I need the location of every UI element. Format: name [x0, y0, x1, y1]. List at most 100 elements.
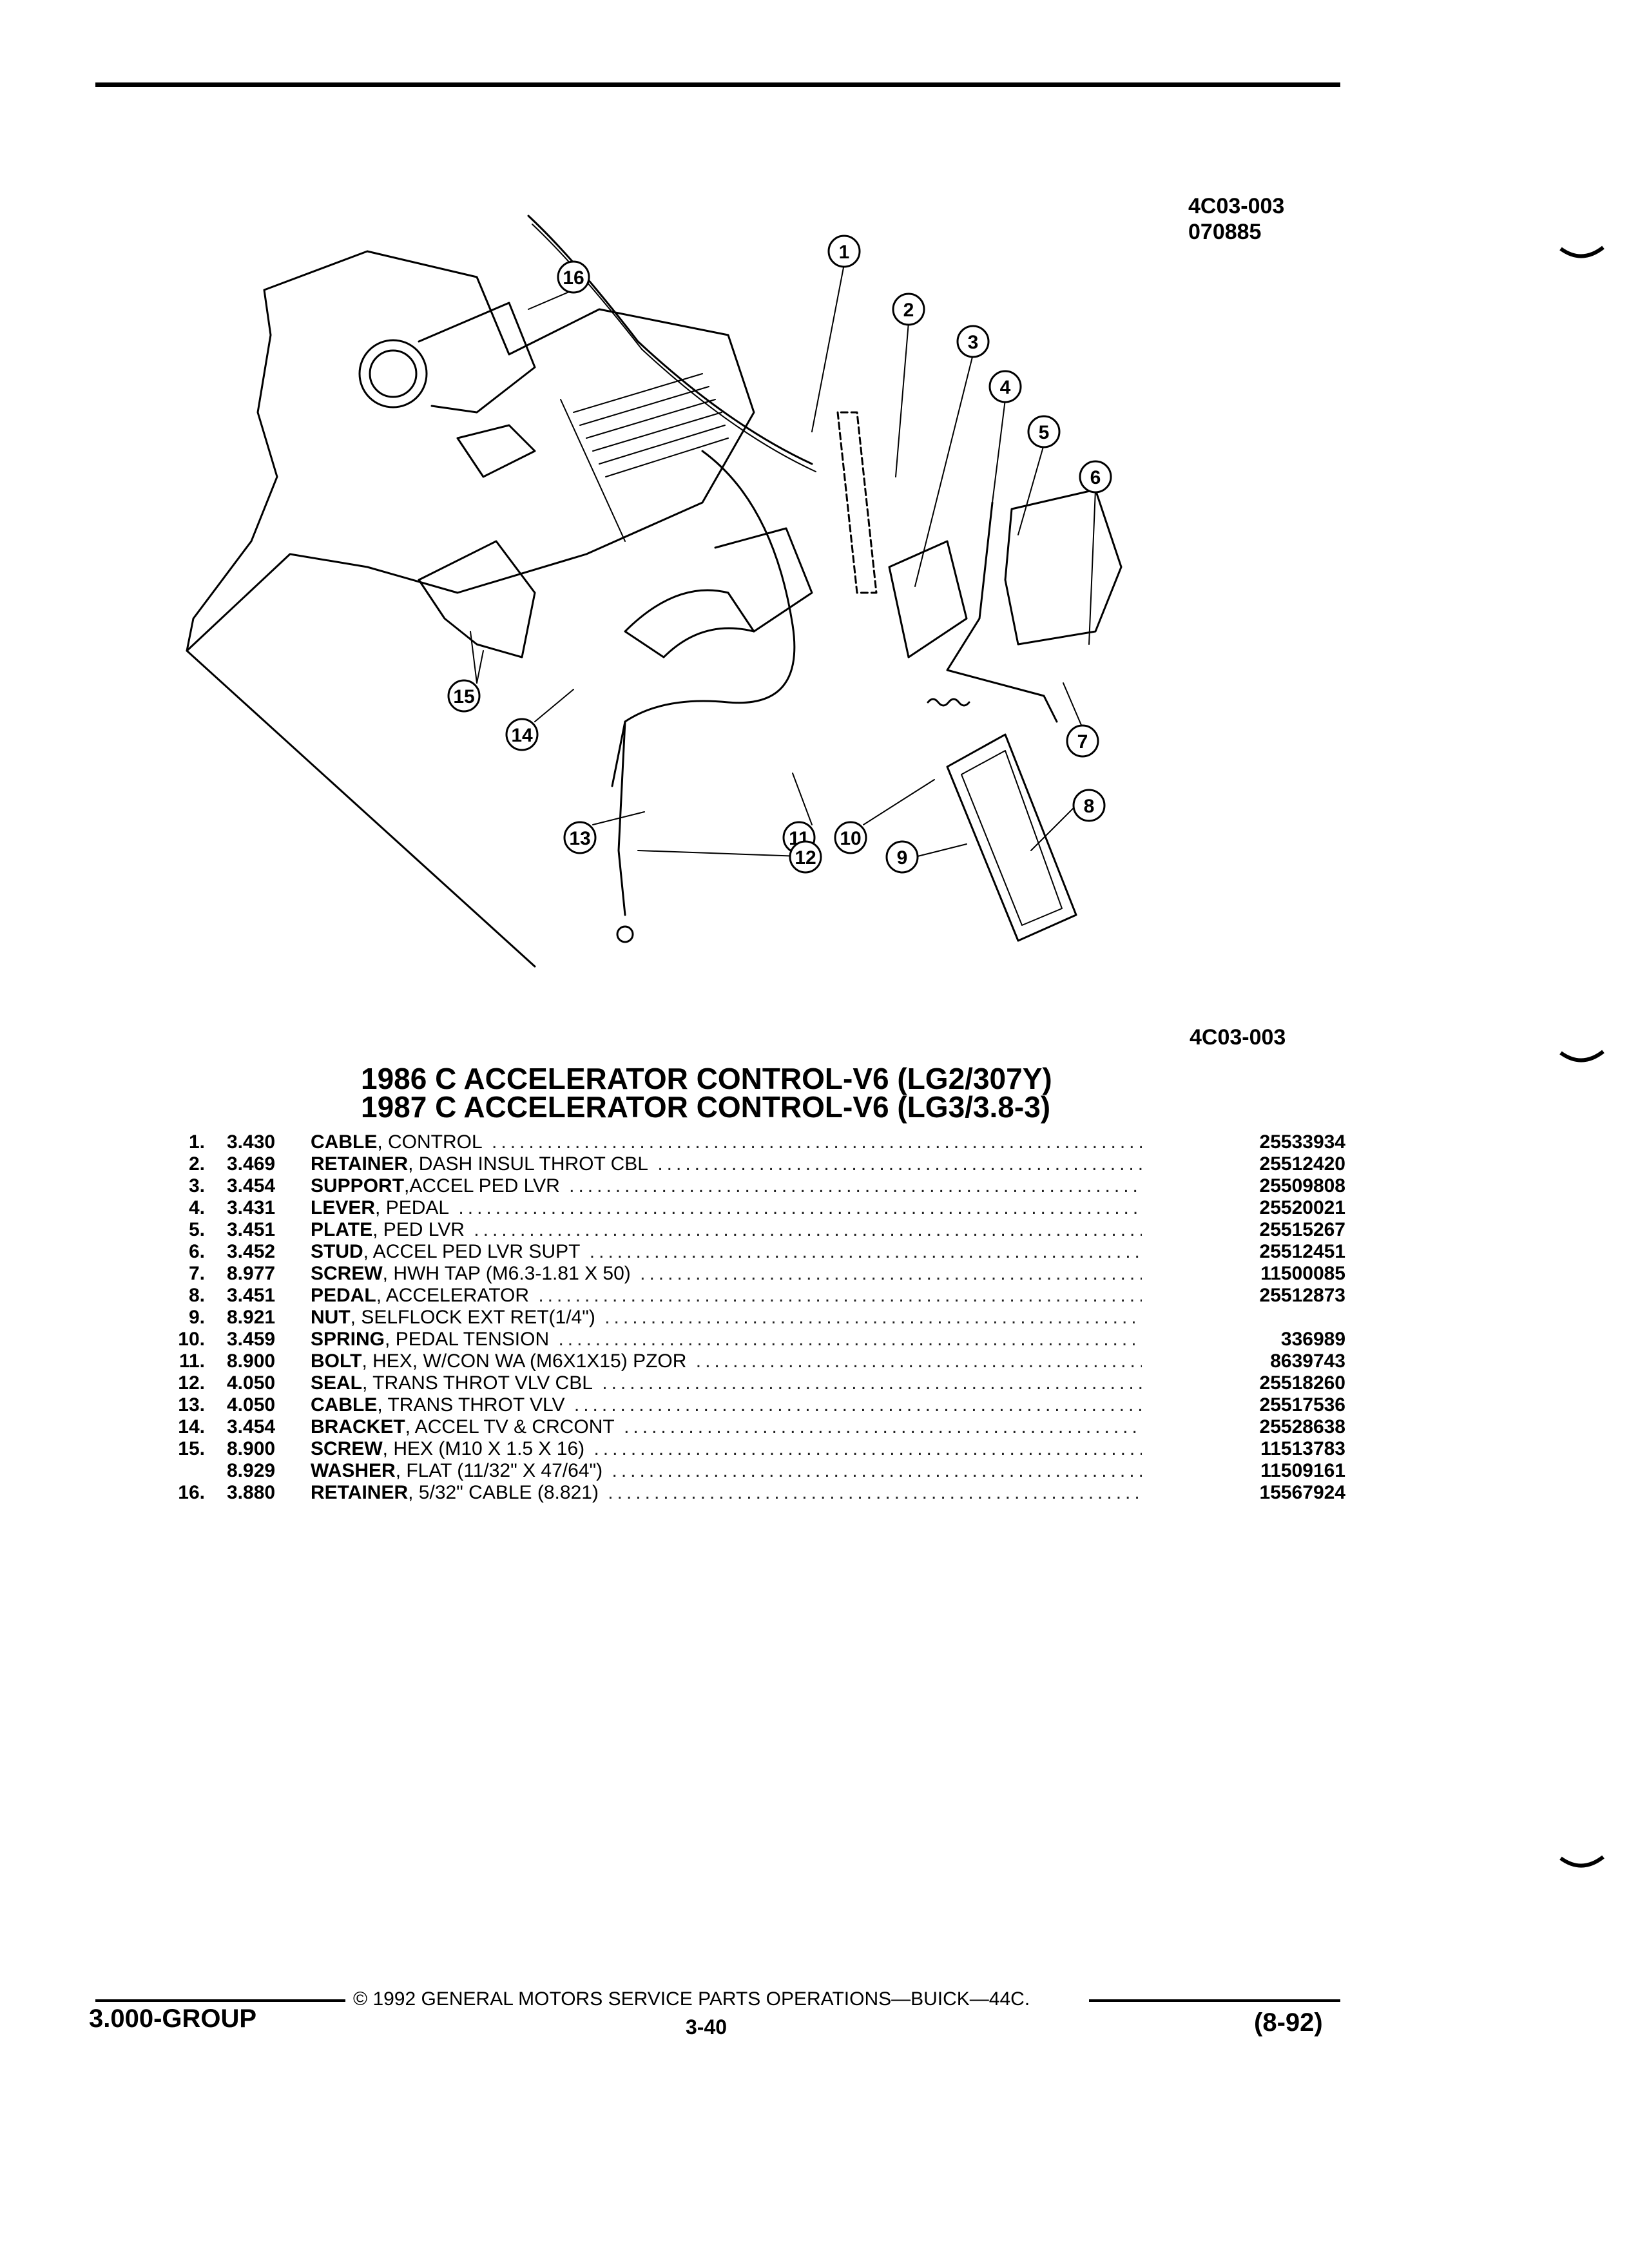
part-number: 25515267 [1259, 1219, 1345, 1240]
item-number: 6. [188, 1241, 205, 1262]
part-name: SUPPORT [311, 1175, 405, 1196]
accelerator-pedal [946, 733, 1077, 942]
part-number: 25520021 [1259, 1197, 1345, 1218]
part-spec: , HEX (M10 X 1.5 X 16) [382, 1438, 585, 1459]
throttle-body [358, 302, 536, 478]
group-code: 4.050 [227, 1394, 276, 1416]
binding-mark [1559, 1050, 1605, 1062]
group-code: 8.900 [227, 1350, 276, 1372]
bracket-shape [418, 540, 536, 658]
figure-date-code: 070885 [1188, 220, 1262, 244]
part-name: WASHER [311, 1460, 396, 1481]
leader-dots: ........................................… [558, 1329, 1142, 1350]
part-spec: , FLAT (11/32" X 47/64") [395, 1460, 603, 1481]
part-spec: , HWH TAP (M6.3-1.81 X 50) [382, 1263, 631, 1284]
part-description: SPRING, PEDAL TENSION ..................… [311, 1329, 1142, 1350]
callout-2: 2 [892, 293, 925, 326]
leader-dots: ........................................… [602, 1372, 1142, 1394]
part-name: STUD [311, 1241, 363, 1262]
callout-4: 4 [988, 370, 1022, 403]
part-number: 25518260 [1259, 1372, 1345, 1394]
part-number: 11500085 [1260, 1263, 1345, 1284]
leader-dots: ........................................… [612, 1460, 1142, 1481]
lever-plate [1004, 488, 1123, 646]
part-description: CABLE, TRANS THROT VLV .................… [311, 1394, 1142, 1416]
part-number: 25528638 [1259, 1416, 1345, 1437]
parts-list-row: 5. 3.451 PLATE, PED LVR ..................… [129, 1219, 1345, 1241]
trans-throttle-cable [617, 720, 626, 916]
engine-block-outline [186, 250, 755, 652]
footer-copyright: © 1992 GENERAL MOTORS SERVICE PARTS OPER… [353, 1988, 1030, 2010]
part-number: 11513783 [1260, 1438, 1345, 1459]
callout-label: 1 [839, 242, 850, 263]
leader-dots: ........................................… [589, 1241, 1142, 1262]
leader-dots: ........................................… [640, 1263, 1142, 1284]
part-spec: , PEDAL TENSION [385, 1329, 550, 1350]
part-number: 25509808 [1259, 1175, 1345, 1196]
item-number: 7. [188, 1263, 205, 1284]
group-code: 8.900 [227, 1438, 276, 1459]
part-spec: , DASH INSUL THROT CBL [408, 1153, 648, 1175]
leader-dots: ........................................… [538, 1285, 1142, 1306]
callout-10: 10 [834, 821, 867, 854]
group-code: 3.430 [227, 1131, 276, 1153]
part-name: RETAINER [311, 1153, 409, 1175]
leader-dots: ........................................… [624, 1416, 1142, 1437]
part-description: PEDAL, ACCELERATOR .....................… [311, 1285, 1142, 1307]
part-name: RETAINER [311, 1482, 409, 1503]
item-number: 10. [178, 1329, 205, 1350]
callout-14: 14 [505, 718, 539, 751]
part-description: RETAINER, 5/32" CABLE (8.821) ..........… [311, 1482, 1142, 1504]
pedal-support [888, 540, 968, 658]
leader-dots: ........................................… [604, 1307, 1142, 1328]
section-title: 1986 C ACCELERATOR CONTROL-V6 (LG2/307Y)… [361, 1064, 1199, 1124]
item-number: 16. [178, 1482, 205, 1503]
group-code: 8.977 [227, 1263, 276, 1284]
part-number: 25533934 [1259, 1131, 1345, 1153]
part-number: 15567924 [1259, 1482, 1345, 1503]
title-line-2: 1987 C ACCELERATOR CONTROL-V6 (LG3/3.8-3… [361, 1090, 1051, 1124]
callout-1: 1 [827, 235, 861, 268]
callout-3: 3 [956, 325, 990, 358]
part-spec: , 5/32" CABLE (8.821) [408, 1482, 599, 1503]
group-code: 3.451 [227, 1285, 276, 1306]
part-description: BOLT, HEX, W/CON WA (M6X1X15) PZOR .....… [311, 1350, 1142, 1372]
part-description: NUT, SELFLOCK EXT RET(1/4") ............… [311, 1307, 1142, 1329]
parts-list-row: 13. 4.050 CABLE, TRANS THROT VLV .........… [129, 1394, 1345, 1416]
footer-rule-right [1089, 1999, 1340, 2002]
callout-label: 16 [563, 267, 584, 289]
part-name: NUT [311, 1307, 351, 1328]
top-rule [95, 82, 1340, 87]
group-code: 4.050 [227, 1372, 276, 1394]
item-number: 13. [178, 1394, 205, 1416]
part-description: SEAL, TRANS THROT VLV CBL ..............… [311, 1372, 1142, 1394]
part-description: PLATE, PED LVR .........................… [311, 1219, 1142, 1241]
group-code: 3.451 [227, 1219, 276, 1240]
part-number: 8639743 [1270, 1350, 1345, 1372]
group-code: 3.452 [227, 1241, 276, 1262]
item-number: 9. [188, 1307, 205, 1328]
part-description: LEVER, PEDAL ...........................… [311, 1197, 1142, 1219]
callout-5: 5 [1027, 415, 1061, 448]
callout-16: 16 [557, 260, 590, 294]
part-name: PEDAL [311, 1285, 376, 1306]
group-code: 3.431 [227, 1197, 276, 1218]
callout-label: 9 [897, 847, 908, 869]
callout-label: 13 [569, 828, 590, 849]
callout-label: 14 [511, 725, 533, 746]
part-number: 336989 [1280, 1329, 1345, 1350]
part-number: 25512420 [1259, 1153, 1345, 1175]
part-spec: , CONTROL [377, 1131, 483, 1153]
part-spec: , ACCEL TV & CRCONT [405, 1416, 615, 1437]
item-number: 5. [188, 1219, 205, 1240]
